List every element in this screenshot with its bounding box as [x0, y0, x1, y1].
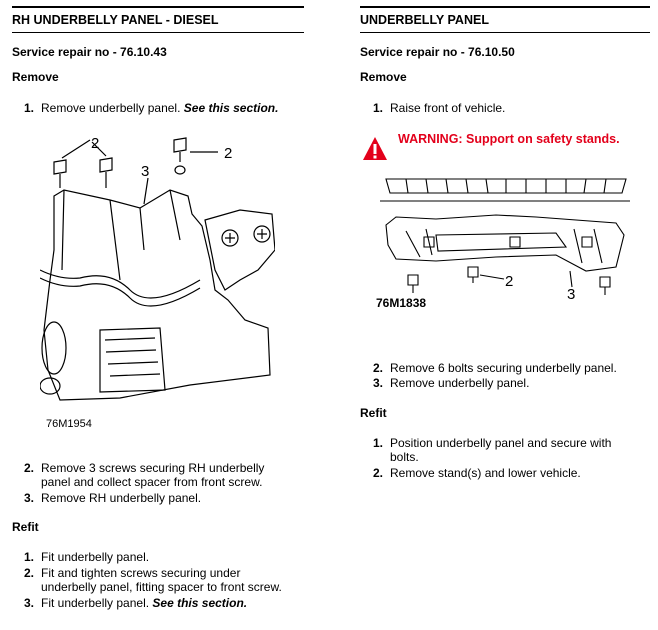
step-number: 2.: [373, 361, 384, 375]
step-text: Fit underbelly panel.: [41, 550, 150, 564]
right-remove-step-1: 1. Raise front of vehicle.: [373, 101, 643, 115]
left-remove-step-3: 3. Remove RH underbelly panel.: [24, 491, 314, 505]
right-service-number: Service repair no - 76.10.50: [360, 45, 515, 59]
right-column: UNDERBELLY PANEL Service repair no - 76.…: [360, 0, 650, 59]
right-figure-code: 76M1838: [376, 296, 427, 310]
left-callout-2b: 2: [224, 145, 233, 162]
warning-triangle-icon: [363, 137, 387, 160]
step-text: Raise front of vehicle.: [390, 101, 506, 115]
step-number: 2.: [24, 461, 35, 475]
right-callout-3: 3: [567, 286, 576, 303]
step-reference-link[interactable]: See this section.: [183, 101, 279, 115]
right-remove-step-3: 3. Remove underbelly panel.: [373, 376, 653, 390]
right-figure-illustration: [380, 178, 630, 295]
step-number: 2.: [373, 466, 384, 480]
left-refit-heading: Refit: [12, 520, 39, 534]
step-number: 1.: [373, 436, 384, 450]
step-number: 3.: [373, 376, 384, 390]
step-text: Remove underbelly panel.: [390, 376, 530, 390]
right-callout-2: 2: [505, 273, 514, 290]
step-number: 2.: [24, 566, 35, 580]
left-callout-2: 2: [91, 135, 100, 152]
step-text: Fit underbelly panel.: [41, 596, 150, 610]
step-reference-link[interactable]: See this section.: [152, 596, 248, 610]
step-number: 1.: [24, 550, 35, 564]
left-remove-step-2: 2. Remove 3 screws securing RH underbell…: [24, 461, 314, 489]
right-title: UNDERBELLY PANEL: [360, 6, 650, 33]
right-remove-heading: Remove: [360, 70, 407, 84]
left-figure-code: 76M1954: [46, 418, 92, 430]
left-column: RH UNDERBELLY PANEL - DIESEL Service rep…: [12, 0, 304, 59]
step-text: Position underbelly panel and secure wit…: [390, 436, 612, 464]
left-callout-3: 3: [141, 163, 150, 180]
left-refit-step-3: 3. Fit underbelly panel. See this sectio…: [24, 596, 314, 610]
left-remove-heading: Remove: [12, 70, 59, 84]
step-text: Remove stand(s) and lower vehicle.: [390, 466, 581, 480]
right-remove-step-2: 2. Remove 6 bolts securing underbelly pa…: [373, 361, 653, 375]
left-refit-step-1: 1. Fit underbelly panel.: [24, 550, 314, 564]
warning-text: WARNING: Support on safety stands.: [398, 132, 620, 146]
left-refit-step-2: 2. Fit and tighten screws securing under…: [24, 566, 314, 594]
step-text: Remove RH underbelly panel.: [41, 491, 202, 505]
left-remove-step-1: 1. Remove underbelly panel. See this sec…: [24, 101, 314, 115]
step-number: 1.: [24, 101, 35, 115]
right-refit-step-2: 2. Remove stand(s) and lower vehicle.: [373, 466, 653, 480]
left-title: RH UNDERBELLY PANEL - DIESEL: [12, 6, 304, 33]
step-text: Remove underbelly panel.: [41, 101, 181, 115]
step-number: 1.: [373, 101, 384, 115]
right-refit-step-1: 1. Position underbelly panel and secure …: [373, 436, 653, 464]
left-figure-illustration: [40, 137, 275, 401]
step-number: 3.: [24, 596, 35, 610]
step-number: 3.: [24, 491, 35, 505]
right-refit-heading: Refit: [360, 406, 387, 420]
step-text: Remove 6 bolts securing underbelly panel…: [390, 361, 617, 375]
left-service-number: Service repair no - 76.10.43: [12, 45, 167, 59]
